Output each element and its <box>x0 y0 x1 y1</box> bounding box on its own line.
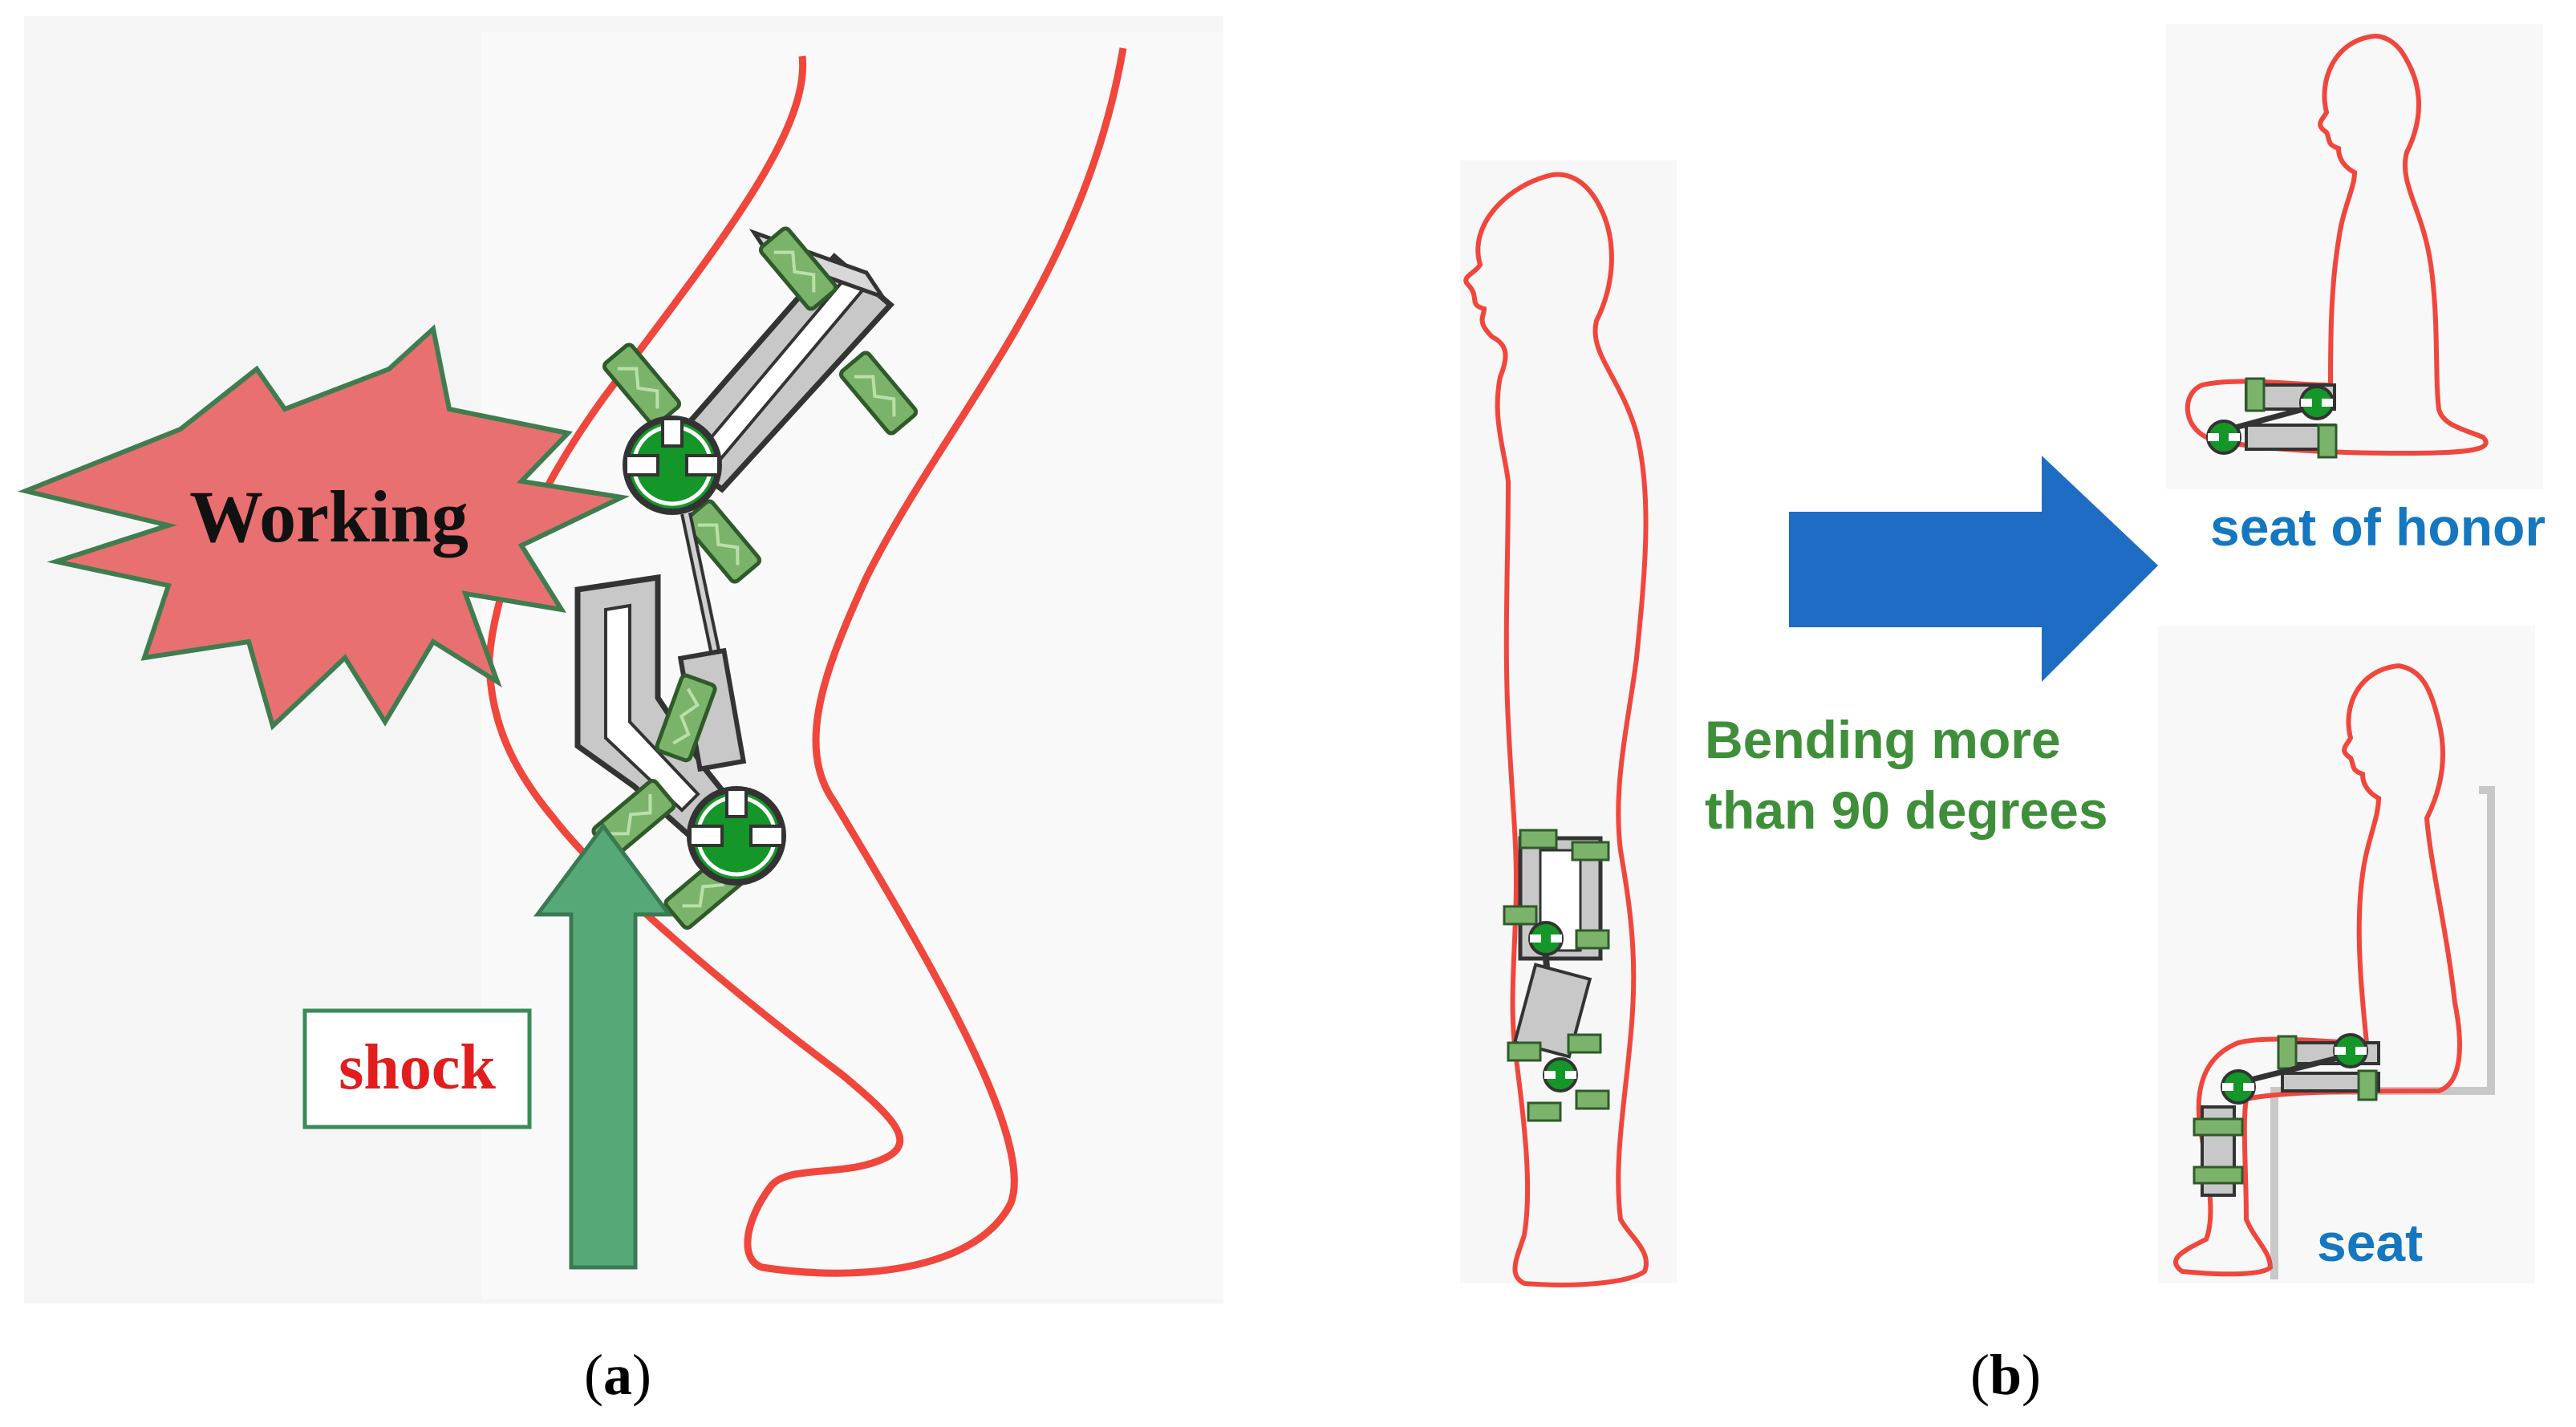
caption-b: (b) <box>1970 1343 2041 1407</box>
caption-a-letter: a <box>603 1343 632 1407</box>
standing-figure-outline <box>1463 172 1649 1287</box>
caption-b-letter: b <box>1990 1343 2022 1407</box>
caption-a-close: ) <box>632 1343 651 1407</box>
seiza-background <box>2166 24 2543 489</box>
sitting-brace <box>2193 1033 2380 1197</box>
shock-label-box <box>302 1008 532 1129</box>
bending-label-line1: Bending more <box>1705 710 2061 769</box>
working-label: Working <box>189 476 469 557</box>
shock-label: shock <box>339 1032 496 1103</box>
working-burst <box>18 324 630 731</box>
shock-arrow <box>533 822 673 1270</box>
standing-brace <box>1503 829 1610 1122</box>
upper-joint <box>626 419 719 512</box>
caption-b-close: ) <box>2022 1343 2041 1407</box>
standing-figure-background <box>1460 160 1677 1283</box>
seiza-figure-outline <box>2185 33 2489 456</box>
panel-a: Working shock <box>18 16 1223 1303</box>
transition-arrow <box>1789 456 2158 682</box>
seat-label: seat <box>2317 1213 2423 1272</box>
lower-joint <box>690 789 783 882</box>
upper-brace <box>602 227 918 584</box>
seat-of-honor-label: seat of honor <box>2210 497 2546 557</box>
panel-b: Bending more than 90 degrees seat of hon… <box>1460 24 2546 1287</box>
caption-b-open: ( <box>1970 1343 1990 1407</box>
bending-label-line2: than 90 degrees <box>1705 780 2108 840</box>
caption-a: (a) <box>584 1343 651 1407</box>
seiza-brace <box>2206 377 2338 459</box>
chair-shape <box>2270 786 2495 1279</box>
caption-a-open: ( <box>584 1343 603 1407</box>
sitting-figure-outline <box>2173 663 2462 1277</box>
